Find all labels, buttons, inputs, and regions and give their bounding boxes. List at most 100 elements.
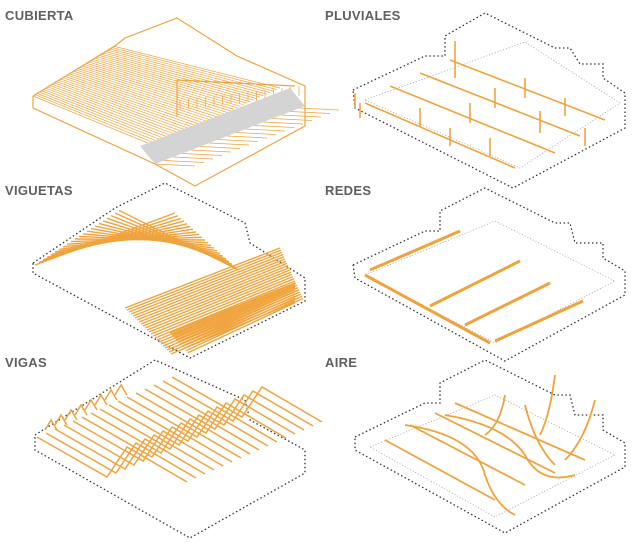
truss-web <box>64 408 78 421</box>
joist <box>152 278 295 337</box>
joists <box>34 209 304 355</box>
joist <box>94 225 221 255</box>
roof-lower-edge <box>154 106 306 187</box>
truss-web <box>84 398 98 411</box>
joist <box>183 297 296 350</box>
joist <box>160 286 299 345</box>
duct-run <box>454 402 586 461</box>
drain-pipe <box>389 85 556 154</box>
panel-title-pluviales: PLUVIALES <box>325 8 401 23</box>
network-line <box>369 229 461 272</box>
sheeting-line <box>172 156 214 160</box>
beam <box>99 408 251 455</box>
sheeting-line <box>154 163 196 167</box>
sheeting-line <box>62 77 202 125</box>
sheeting-line <box>181 153 223 156</box>
panel-title-cubierta: CUBIERTA <box>5 8 74 23</box>
joist <box>126 249 282 311</box>
panel-title-vigas: VIGAS <box>5 355 47 370</box>
joist <box>138 262 288 323</box>
sheeting-line <box>41 90 169 141</box>
sheeting-line <box>106 49 271 93</box>
redes-diagram <box>352 187 626 362</box>
joist <box>144 269 291 329</box>
sheeting-line <box>34 94 159 145</box>
valley-gutter-fill <box>140 88 305 164</box>
sheeting-line <box>45 87 175 138</box>
sheeting-line <box>98 54 258 100</box>
beam <box>72 420 224 467</box>
sheeting-line <box>108 48 274 92</box>
sheeting-line <box>93 57 251 103</box>
joist <box>98 222 224 257</box>
joist <box>187 302 296 354</box>
panel-aire: AIRE <box>325 355 644 543</box>
sheeting-line <box>70 71 215 119</box>
joist <box>185 299 296 352</box>
sheeting-line <box>66 74 208 122</box>
joist <box>142 267 290 327</box>
duct-riser <box>564 399 596 461</box>
joist <box>156 282 297 341</box>
duct-branch <box>524 404 556 466</box>
sheeting-line <box>83 64 235 110</box>
joist <box>148 273 293 333</box>
sheeting-line <box>235 132 277 135</box>
beam <box>90 412 242 459</box>
sheeting-line <box>102 52 264 96</box>
sheeting-line <box>244 128 286 132</box>
sheeting-line <box>43 89 172 139</box>
joist <box>130 253 284 315</box>
truss-web <box>54 413 68 426</box>
joist <box>175 288 296 341</box>
joist <box>158 284 298 343</box>
sheeting-line <box>32 95 156 147</box>
sheeting-line <box>72 70 218 118</box>
network-line <box>429 259 521 308</box>
panel-redes: REDES <box>325 183 644 363</box>
duct-run <box>434 412 556 474</box>
sheeting-line <box>104 50 267 95</box>
network-line <box>494 299 584 343</box>
sheeting-line <box>56 81 192 130</box>
sheeting-line <box>110 46 277 90</box>
sheeting-line <box>226 135 268 139</box>
sheeting-line <box>64 75 205 124</box>
beam <box>153 384 305 431</box>
beam <box>126 396 278 443</box>
truss-web <box>44 418 58 431</box>
building-outline-dotted <box>352 187 626 362</box>
duct-branch <box>404 424 516 516</box>
building-outline-dotted <box>32 182 306 359</box>
building-outline-dotted <box>354 359 626 534</box>
joist <box>150 275 294 335</box>
sheeting-line <box>96 56 254 101</box>
air-ducts <box>384 374 596 516</box>
beam <box>117 400 269 447</box>
sheeting-line <box>280 114 322 118</box>
joist <box>146 271 292 331</box>
joist <box>134 258 286 319</box>
beam <box>135 392 287 439</box>
beam <box>45 432 197 479</box>
beam <box>54 428 206 475</box>
sheeting-line <box>163 160 205 163</box>
cubierta-diagram <box>32 17 340 187</box>
floor-plate-dotted <box>364 220 616 344</box>
joist <box>181 295 296 347</box>
aire-diagram <box>354 359 626 534</box>
sheeting-line <box>271 118 313 121</box>
sheeting-line <box>208 142 250 146</box>
sheeting-line <box>91 58 248 104</box>
viguetas-diagram <box>32 182 306 359</box>
sheeting-line <box>112 45 281 89</box>
sheeting-line <box>53 82 189 132</box>
truss-web <box>114 383 128 396</box>
truss-web <box>104 388 118 401</box>
sheeting-line <box>89 60 244 106</box>
duct-riser <box>539 374 556 436</box>
beam <box>63 424 215 471</box>
sheeting-line <box>75 69 221 116</box>
panel-title-aire: AIRE <box>325 355 358 370</box>
joist <box>154 280 296 339</box>
